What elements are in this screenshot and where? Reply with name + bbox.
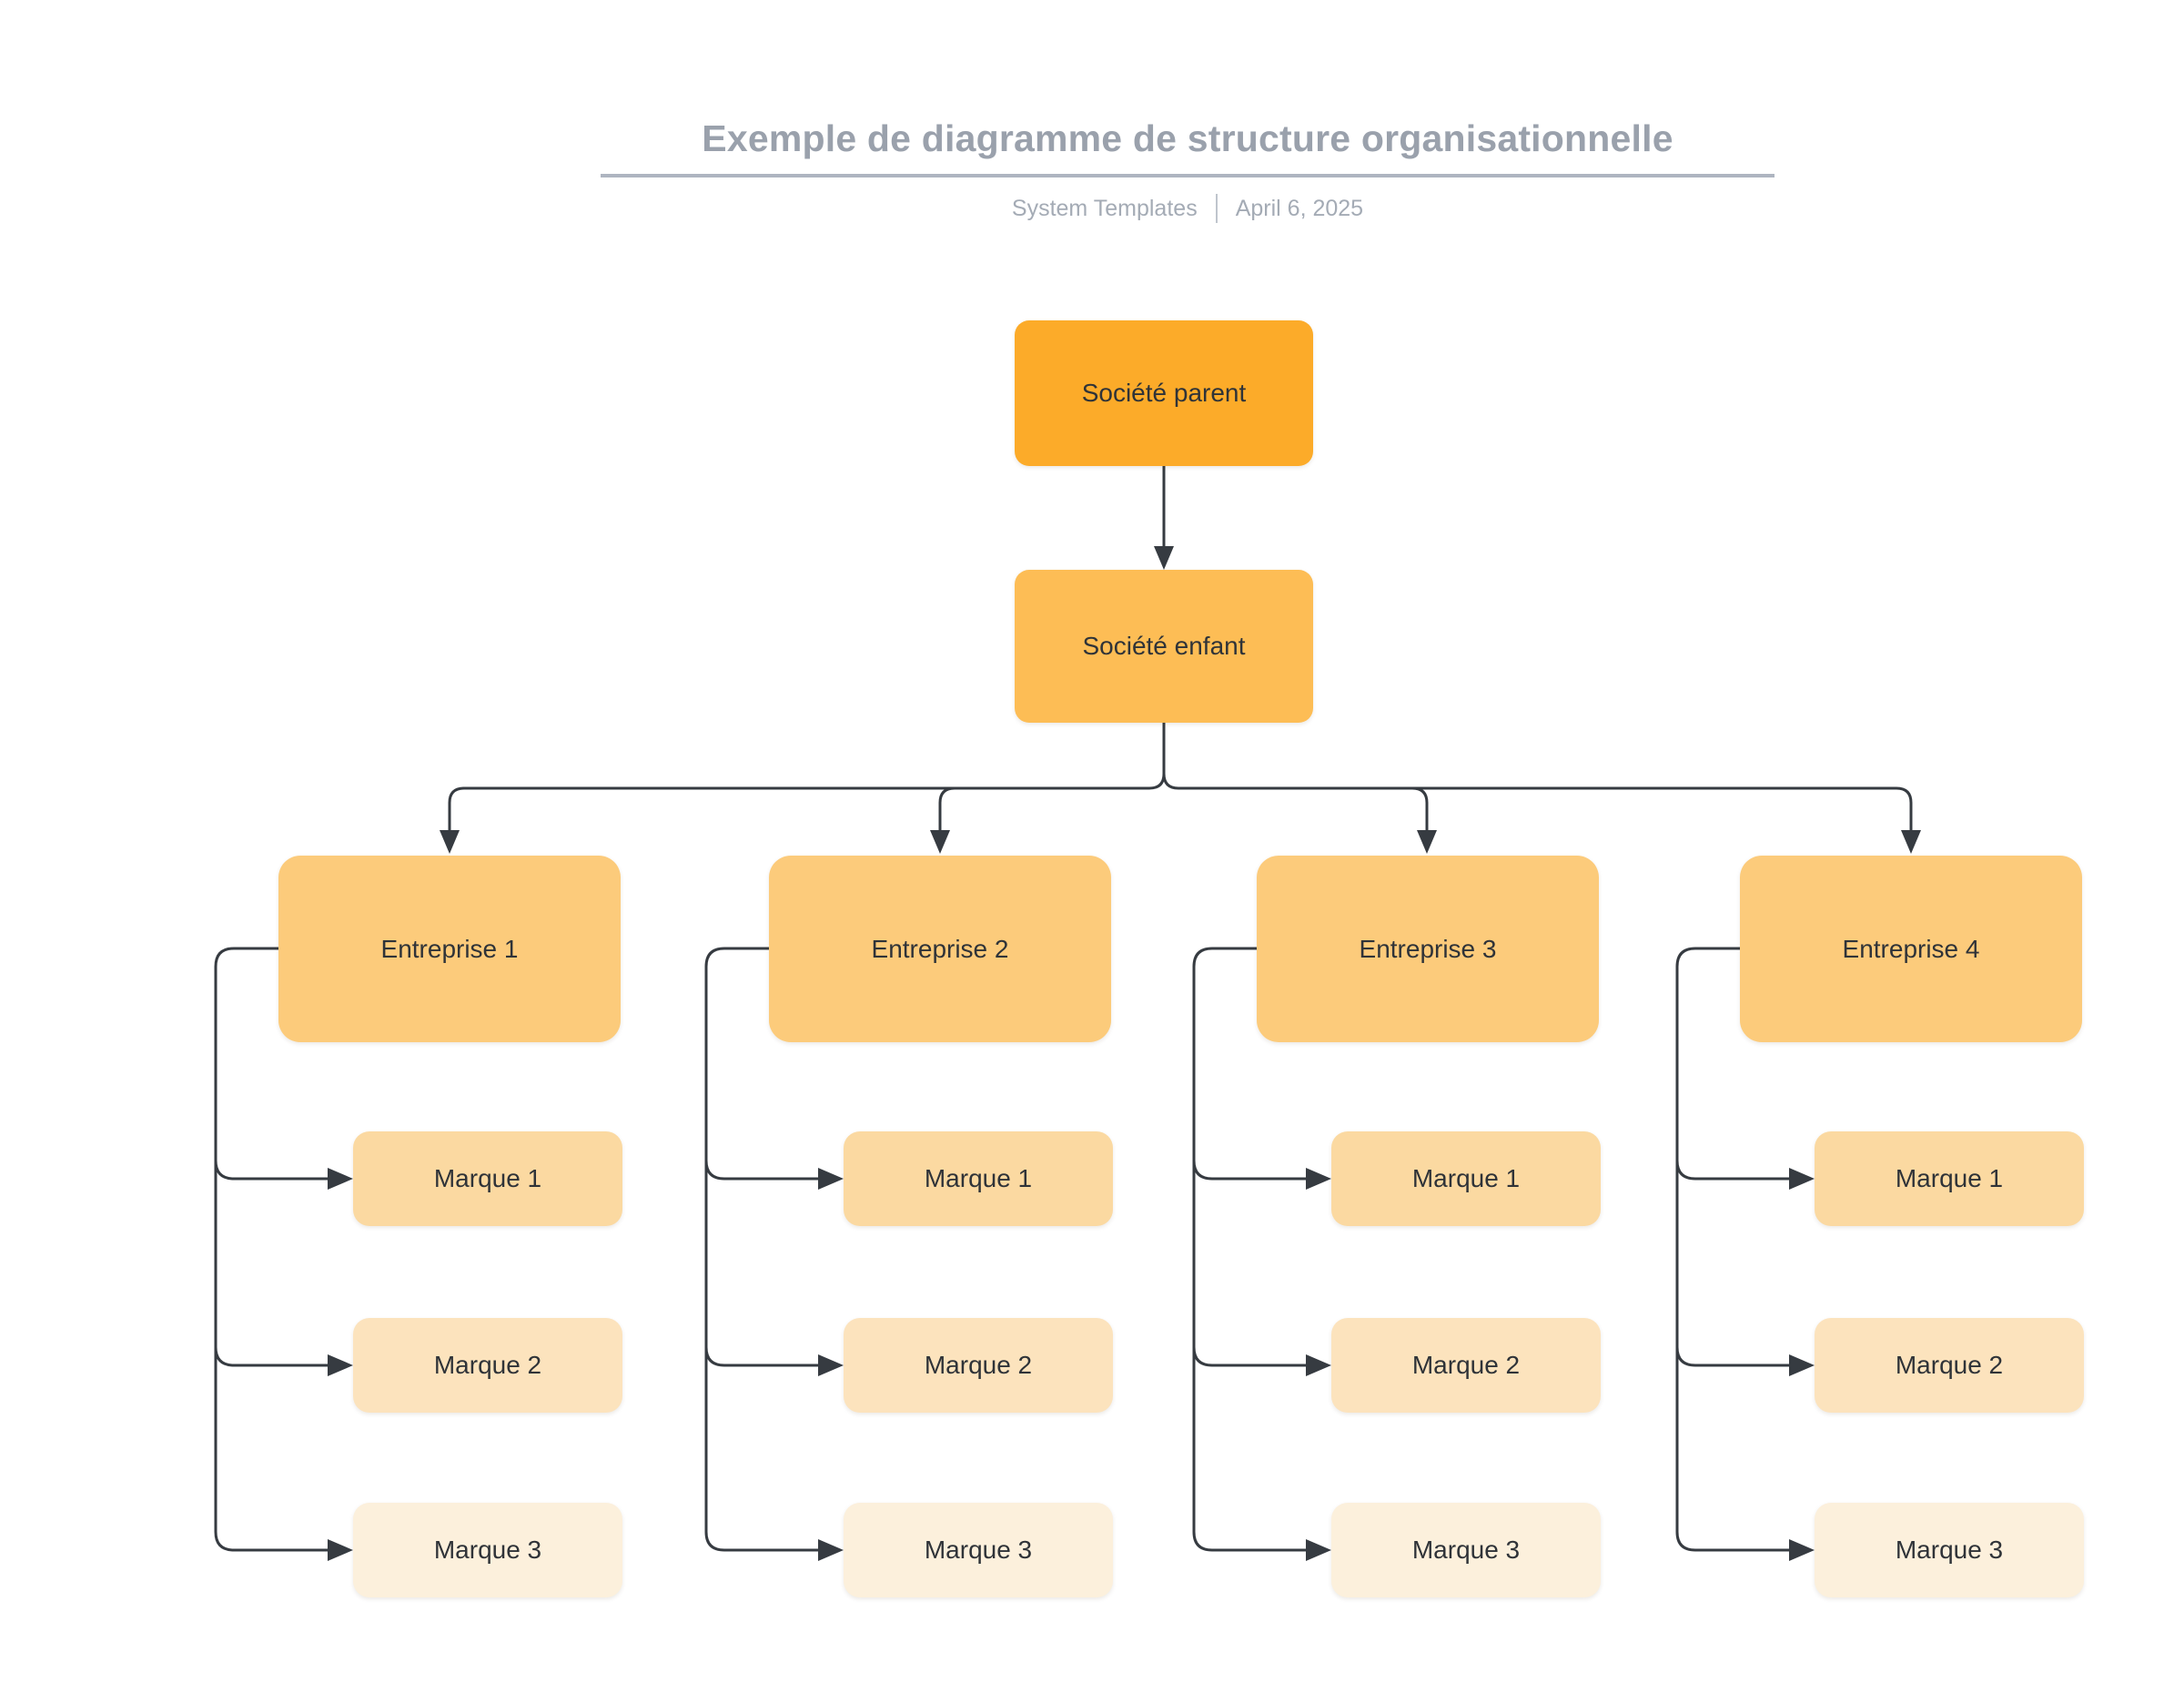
node-marque-label: Marque 1 — [433, 1164, 542, 1192]
node-marque-label: Marque 2 — [1411, 1351, 1521, 1379]
node-marque-label: Marque 3 — [924, 1536, 1033, 1564]
branch-col2-leaf2 — [704, 1346, 820, 1367]
node-marque-label: Marque 1 — [1411, 1164, 1521, 1192]
node-entreprise-4-marque-2[interactable]: Marque 2 — [1815, 1318, 2084, 1413]
connector-split-left — [448, 723, 1166, 830]
node-entreprise-4-marque-1[interactable]: Marque 1 — [1815, 1131, 2084, 1226]
arrowhead-branch-2 — [930, 830, 950, 854]
arrowhead-col4-leaf3 — [1789, 1539, 1815, 1561]
arrowhead-col1-leaf3 — [328, 1539, 353, 1561]
arrowhead-branch-1 — [440, 830, 460, 854]
node-entreprise-2-marque-2[interactable]: Marque 2 — [844, 1318, 1113, 1413]
node-societe-parent-label: Société parent — [1081, 379, 1247, 407]
node-societe-enfant-label: Société enfant — [1082, 632, 1246, 660]
date-label: April 6, 2025 — [1235, 195, 1364, 221]
node-marque-label: Marque 3 — [1411, 1536, 1521, 1564]
page-title: Exemple de diagramme de structure organi… — [702, 117, 1673, 159]
node-marque-label: Marque 2 — [433, 1351, 542, 1379]
node-entreprise-3[interactable]: Entreprise 3 — [1257, 856, 1599, 1042]
subtitle: System Templates April 6, 2025 — [555, 194, 1820, 224]
connector-drop-2 — [938, 786, 956, 830]
branch-col3-leaf1 — [1192, 1160, 1308, 1181]
arrowhead-col3-leaf3 — [1306, 1539, 1331, 1561]
arrowhead-col2-leaf1 — [818, 1168, 844, 1190]
branch-col4-leaf1 — [1675, 1160, 1791, 1181]
arrowhead-branch-4 — [1901, 830, 1921, 854]
node-marque-label: Marque 1 — [1895, 1164, 2004, 1192]
arrowhead-col3-leaf2 — [1306, 1354, 1331, 1376]
node-marque-label: Marque 2 — [1895, 1351, 2004, 1379]
node-entreprise-2[interactable]: Entreprise 2 — [769, 856, 1111, 1042]
source-label: System Templates — [1011, 195, 1198, 221]
arrowhead-col4-leaf2 — [1789, 1354, 1815, 1376]
node-entreprise-3-label: Entreprise 3 — [1359, 934, 1497, 963]
node-marque-label: Marque 3 — [1895, 1536, 2004, 1564]
node-entreprise-3-marque-2[interactable]: Marque 2 — [1331, 1318, 1601, 1413]
chart-header: Exemple de diagramme de structure organi… — [555, 117, 1820, 224]
node-entreprise-4[interactable]: Entreprise 4 — [1740, 856, 2082, 1042]
node-entreprise-3-marque-3[interactable]: Marque 3 — [1331, 1503, 1601, 1597]
branch-col1-leaf2 — [214, 1346, 329, 1367]
arrowhead-col3-leaf1 — [1306, 1168, 1331, 1190]
branch-col2-leaf1 — [704, 1160, 820, 1181]
title-underline — [601, 174, 1774, 178]
connector-drop-3 — [1411, 786, 1429, 830]
node-entreprise-1-marque-2[interactable]: Marque 2 — [353, 1318, 622, 1413]
node-societe-enfant[interactable]: Société enfant — [1015, 570, 1313, 723]
node-entreprise-4-label: Entreprise 4 — [1842, 934, 1980, 963]
connector-split-right — [1162, 723, 1913, 830]
node-entreprise-2-label: Entreprise 2 — [871, 934, 1009, 963]
arrowhead-child — [1154, 546, 1174, 570]
arrowhead-col2-leaf2 — [818, 1354, 844, 1376]
node-entreprise-3-marque-1[interactable]: Marque 1 — [1331, 1131, 1601, 1226]
arrowhead-col4-leaf1 — [1789, 1168, 1815, 1190]
subtitle-divider — [1215, 194, 1218, 224]
node-marque-label: Marque 3 — [433, 1536, 542, 1564]
node-entreprise-4-marque-3[interactable]: Marque 3 — [1815, 1503, 2084, 1597]
branch-col1-leaf1 — [214, 1160, 329, 1181]
node-entreprise-1[interactable]: Entreprise 1 — [278, 856, 621, 1042]
arrowhead-col1-leaf2 — [328, 1354, 353, 1376]
node-entreprise-2-marque-1[interactable]: Marque 1 — [844, 1131, 1113, 1226]
arrowhead-col1-leaf1 — [328, 1168, 353, 1190]
node-entreprise-1-marque-1[interactable]: Marque 1 — [353, 1131, 622, 1226]
arrowhead-branch-3 — [1417, 830, 1437, 854]
arrowhead-col2-leaf3 — [818, 1539, 844, 1561]
branch-col4-leaf2 — [1675, 1346, 1791, 1367]
node-marque-label: Marque 2 — [924, 1351, 1033, 1379]
node-entreprise-2-marque-3[interactable]: Marque 3 — [844, 1503, 1113, 1597]
branch-col3-leaf2 — [1192, 1346, 1308, 1367]
node-marque-label: Marque 1 — [924, 1164, 1033, 1192]
node-entreprise-1-label: Entreprise 1 — [380, 934, 519, 963]
node-societe-parent[interactable]: Société parent — [1015, 320, 1313, 466]
node-entreprise-1-marque-3[interactable]: Marque 3 — [353, 1503, 622, 1597]
